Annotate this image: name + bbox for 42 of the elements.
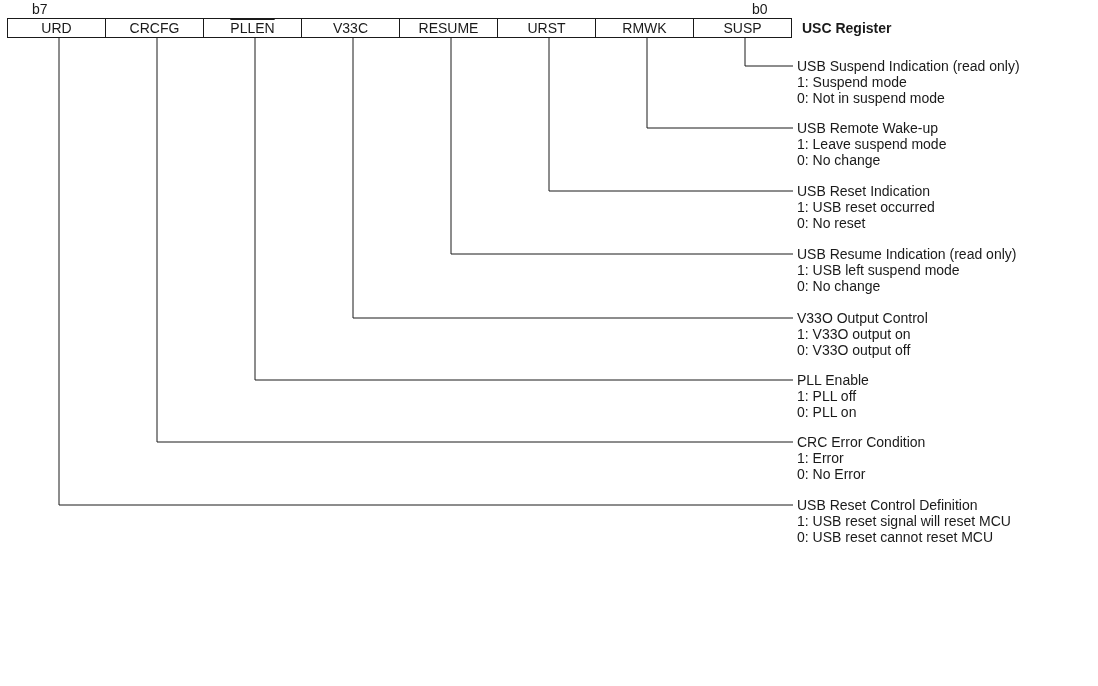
leader-line (548, 37, 794, 192)
bit-description-title: PLL Enable (797, 372, 869, 388)
bit-value-description: 1: PLL off (797, 388, 857, 404)
bit-description-title: USB Resume Indication (read only) (797, 246, 1017, 262)
bit-number: b0 (752, 1, 768, 17)
register-bit-cell: URST (497, 18, 596, 38)
leader-line (352, 37, 794, 319)
bit-value-description: 1: USB left suspend mode (797, 262, 960, 278)
bit-value-description: 0: Not in suspend mode (797, 90, 945, 106)
bit-number: b7 (32, 1, 48, 17)
bit-value-description: 0: No change (797, 278, 881, 294)
leader-line (58, 37, 794, 506)
bit-value-description: 0: No Error (797, 466, 866, 482)
register-bit-cell: CRCFG (105, 18, 204, 38)
bit-description-title: V33O Output Control (797, 310, 928, 326)
register-bit-cell: RMWK (595, 18, 694, 38)
bit-description-title: CRC Error Condition (797, 434, 926, 450)
register-bit-cell: RESUME (399, 18, 498, 38)
leader-line (450, 37, 794, 255)
bit-value-description: 1: USB reset signal will reset MCU (797, 513, 1011, 529)
bit-value-description: 0: USB reset cannot reset MCU (797, 529, 994, 545)
bit-value-description: 0: No reset (797, 215, 866, 231)
bit-value-description: 0: No change (797, 152, 881, 168)
bit-value-description: 1: Error (797, 450, 844, 466)
leader-line (156, 37, 794, 443)
register-bit-cell: V33C (301, 18, 400, 38)
leader-line (254, 37, 794, 381)
register-bit-cell: SUSP (693, 18, 792, 38)
bit-description-title: USB Remote Wake-up (797, 120, 939, 136)
bit-description-title: USB Reset Control Definition (797, 497, 978, 513)
register-bit-cell: URD (7, 18, 106, 38)
bit-value-description: 1: Leave suspend mode (797, 136, 947, 152)
bit-value-description: 1: Suspend mode (797, 74, 907, 90)
bit-description-title: USB Reset Indication (797, 183, 931, 199)
bit-value-description: 1: V33O output on (797, 326, 911, 342)
register-bit-cell: PLLEN (203, 18, 302, 38)
leader-line (646, 37, 794, 129)
bit-description-title: USB Suspend Indication (read only) (797, 58, 1020, 74)
leader-line (744, 37, 794, 67)
bit-value-description: 0: PLL on (797, 404, 857, 420)
bit-value-description: 1: USB reset occurred (797, 199, 935, 215)
bit-value-description: 0: V33O output off (797, 342, 911, 358)
